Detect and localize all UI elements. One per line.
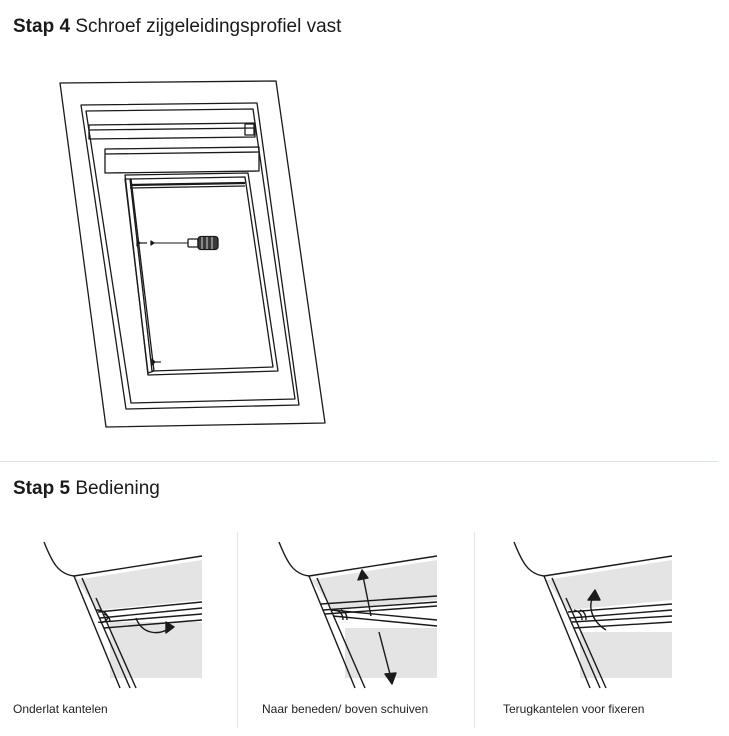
- glass-pane: [124, 172, 279, 376]
- double-arrow-icon: [357, 569, 397, 685]
- top-cassette: [88, 122, 256, 140]
- panel-slide-illustration: [278, 541, 438, 689]
- step4-window-illustration: [59, 80, 326, 428]
- section-divider: [0, 461, 718, 462]
- screw-icon: [136, 239, 147, 247]
- window-inner-frame: [80, 102, 300, 410]
- step5-title: Bediening: [75, 478, 160, 499]
- window-outer-frame: [59, 80, 326, 428]
- step4-title: Schroef zijgeleidingsprofiel vast: [75, 16, 342, 37]
- screw-icon-lower: [151, 358, 161, 366]
- step5-heading: Stap 5 Bediening: [13, 477, 160, 501]
- second-rail: [104, 146, 260, 174]
- panel-tilt-illustration: [43, 541, 203, 689]
- panel1-caption: Onderlat kantelen: [13, 702, 108, 716]
- panel-separator-1: [237, 532, 238, 728]
- side-guide-profile: [124, 178, 155, 374]
- panel3-caption: Terugkantelen voor fixeren: [503, 702, 645, 716]
- screwdriver-icon: [150, 235, 219, 251]
- step4-label: Stap 4: [13, 16, 71, 37]
- panel2-caption: Naar beneden/ boven schuiven: [262, 702, 429, 716]
- panel-separator-2: [474, 532, 475, 728]
- panel-tilt-back-illustration: [513, 541, 673, 689]
- step4-heading: Stap 4 Schroef zijgeleidingsprofiel vast: [13, 15, 341, 39]
- step5-label: Stap 5: [13, 478, 71, 499]
